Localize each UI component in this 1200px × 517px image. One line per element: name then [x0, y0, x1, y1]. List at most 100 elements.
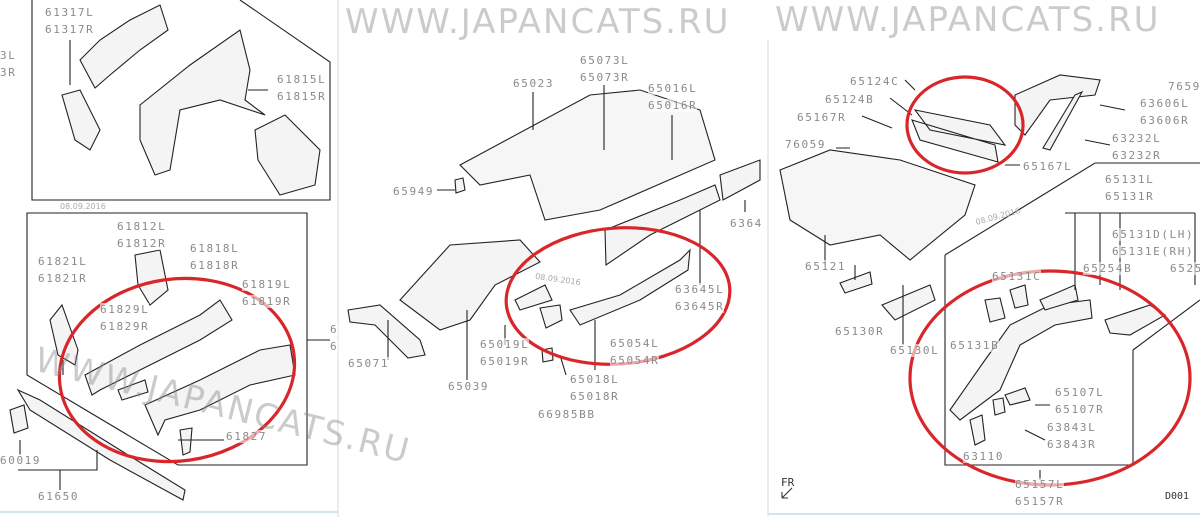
part-number-label[interactable]: 65131C — [992, 270, 1042, 283]
part-number-label[interactable]: 6364 — [730, 217, 763, 230]
diagram-code: D001 — [1165, 491, 1190, 502]
part-number-label[interactable]: 65254B — [1083, 262, 1133, 275]
part-number-label[interactable]: 63645L — [675, 283, 725, 296]
part-number-label[interactable]: 65054L — [610, 337, 660, 350]
part-65130r — [839, 271, 873, 294]
part-number-label[interactable]: 63232R — [1112, 149, 1162, 162]
front-arrow-icon — [781, 487, 793, 499]
date-stamp: 08.09.2016 — [60, 202, 106, 211]
part-number-label[interactable]: 65121 — [805, 260, 847, 273]
part-65107 — [1004, 387, 1031, 406]
part-number-label[interactable]: 60019 — [0, 454, 42, 467]
part-61317 — [61, 4, 169, 151]
part-61815b — [254, 114, 321, 196]
part-number-label[interactable]: 65131D(LH) — [1112, 228, 1195, 241]
part-63232 — [1042, 90, 1084, 151]
part-number-label[interactable]: 65131R — [1105, 190, 1155, 203]
part-number-label[interactable]: 61829R — [100, 320, 150, 333]
part-number-label[interactable]: 61818L — [190, 242, 240, 255]
watermark: WWW.JAPANCATS.RU — [345, 2, 731, 42]
part-number-label[interactable]: 63843L — [1047, 421, 1097, 434]
part-number-label[interactable]: 61812R — [117, 237, 167, 250]
part-number-label[interactable]: 65018R — [570, 390, 620, 403]
part-number-label[interactable]: 61815R — [277, 90, 327, 103]
part-63110 — [969, 414, 986, 446]
part-number-label[interactable]: 61821L — [38, 255, 88, 268]
part-number-label[interactable]: 66985BB — [538, 408, 596, 421]
part-number-label[interactable]: 61650 — [38, 490, 80, 503]
part-number-label[interactable]: 65016L — [648, 82, 698, 95]
part-61829-rail — [84, 299, 233, 396]
part-number-label[interactable]: 65018L — [570, 373, 620, 386]
part-61812 — [134, 249, 169, 306]
part-number-label[interactable]: 63110 — [963, 450, 1005, 463]
part-65019 — [514, 284, 553, 311]
part-number-label[interactable]: 65107R — [1055, 403, 1105, 416]
part-number-label[interactable]: 7659 — [1168, 80, 1200, 93]
part-number-label[interactable]: 63645R — [675, 300, 725, 313]
part-number-label[interactable]: 65071 — [348, 357, 390, 370]
watermark: WWW.JAPANCATS.RU — [775, 0, 1161, 40]
part-number-label[interactable]: 65949 — [393, 185, 435, 198]
part-number-label[interactable]: 65019L — [480, 338, 530, 351]
part-number-label[interactable]: 61818R — [190, 259, 240, 272]
part-65130 — [881, 284, 936, 321]
part-number-label[interactable]: 65016R — [648, 99, 698, 112]
part-number-label[interactable]: 65019R — [480, 355, 530, 368]
part-number-label[interactable]: 63606R — [1140, 114, 1190, 127]
part-65124 — [911, 109, 1007, 163]
part-number-label[interactable]: 3L — [0, 49, 17, 62]
part-number-label[interactable]: 65157R — [1015, 495, 1065, 508]
part-number-label[interactable]: 61821R — [38, 272, 88, 285]
highlight-ellipse-crossmember — [905, 75, 1025, 175]
part-65949 — [454, 177, 466, 194]
part-6364 — [719, 159, 761, 201]
part-number-label[interactable]: 63232L — [1112, 132, 1162, 145]
part-number-label[interactable]: 61827 — [226, 430, 268, 443]
part-number-label[interactable]: 6 — [330, 323, 339, 336]
part-number-label[interactable]: 65131L — [1105, 173, 1155, 186]
group-box-lower — [26, 212, 308, 466]
part-number-label[interactable]: 65130L — [890, 344, 940, 357]
group-box-upper — [31, 0, 331, 201]
part-61815 — [139, 29, 266, 176]
part-number-label[interactable]: 65131B — [950, 339, 1000, 352]
part-number-label[interactable]: 63843R — [1047, 438, 1097, 451]
part-number-label[interactable]: 65124B — [825, 93, 875, 106]
part-number-label[interactable]: 76059 — [785, 138, 827, 151]
part-number-label[interactable]: 65073L — [580, 54, 630, 67]
part-number-label[interactable]: 65054R — [610, 354, 660, 367]
part-65254b — [1104, 304, 1167, 336]
part-number-label[interactable]: 65167L — [1023, 160, 1073, 173]
part-number-label[interactable]: 65131E(RH) — [1112, 245, 1195, 258]
part-number-label[interactable]: 6 — [330, 340, 339, 353]
part-number-label[interactable]: 65130R — [835, 325, 885, 338]
part-61827 — [179, 427, 193, 456]
part-65023-floor — [459, 89, 716, 221]
highlight-ellipse-front-rails — [57, 276, 297, 464]
part-65157-rail — [949, 299, 1093, 421]
part-65054 — [569, 248, 691, 326]
part-number-label[interactable]: 61812L — [117, 220, 167, 233]
part-number-label[interactable]: 63606L — [1140, 97, 1190, 110]
part-number-label[interactable]: 61815L — [277, 73, 327, 86]
part-number-label[interactable]: 65124C — [850, 75, 900, 88]
part-63843 — [992, 397, 1006, 416]
part-65121-floor — [779, 149, 976, 261]
part-number-label[interactable]: 65039 — [448, 380, 490, 393]
part-number-label[interactable]: 65073R — [580, 71, 630, 84]
part-number-label[interactable]: 61819L — [242, 278, 292, 291]
part-number-label[interactable]: 65167R — [797, 111, 847, 124]
part-number-label[interactable]: 65023 — [513, 77, 555, 90]
part-number-label[interactable]: 3R — [0, 66, 17, 79]
part-number-label[interactable]: 61819R — [242, 295, 292, 308]
part-number-label[interactable]: 65107L — [1055, 386, 1105, 399]
part-number-label[interactable]: 61317L — [45, 6, 95, 19]
part-65039 — [399, 239, 541, 331]
part-number-label[interactable]: 61317R — [45, 23, 95, 36]
part-63645 — [604, 184, 721, 267]
part-number-label[interactable]: 61829L — [100, 303, 150, 316]
part-number-label[interactable]: 65157L — [1015, 478, 1065, 491]
part-number-label[interactable]: 6525 — [1170, 262, 1200, 275]
